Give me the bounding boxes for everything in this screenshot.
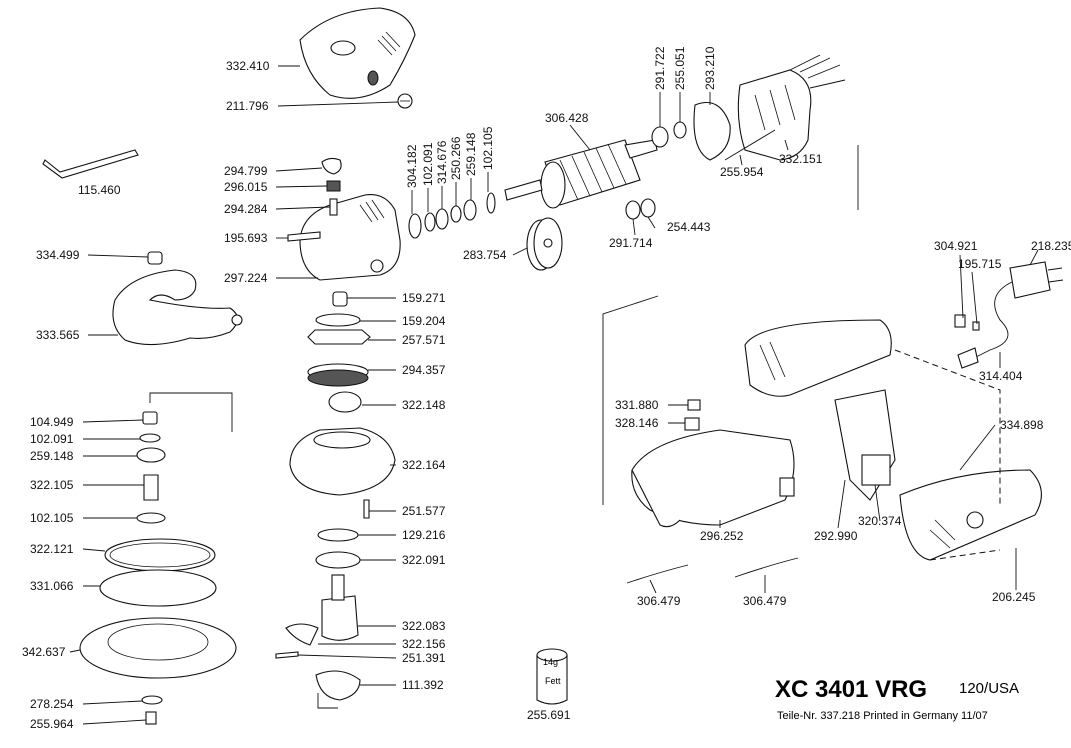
label-104949: 104.949 — [30, 415, 74, 429]
label-255691: 255.691 — [527, 708, 571, 722]
label-115460: 115.460 — [78, 183, 121, 197]
label-296015: 296.015 — [224, 180, 268, 194]
label-206245: 206.245 — [992, 590, 1036, 604]
label-195693: 195.693 — [224, 231, 268, 245]
label-102091-top: 102.091 — [421, 142, 435, 186]
label-129216: 129.216 — [402, 528, 446, 542]
model-title: XC 3401 VRG — [775, 676, 927, 703]
label-297224: 297.224 — [224, 271, 268, 285]
label-102105-left: 102.105 — [30, 511, 74, 525]
label-218235: 218.235 — [1031, 239, 1071, 253]
gear-housing-drawing — [299, 194, 401, 281]
label-111392: 111.392 — [402, 678, 444, 692]
label-195715: 195.715 — [958, 257, 1002, 271]
label-314676: 314.676 — [435, 140, 449, 184]
label-332410: 332.410 — [226, 59, 270, 73]
dashed-connectors-drawing — [602, 145, 1001, 561]
power-cord-drawing — [954, 261, 1064, 369]
label-306479-right: 306.479 — [743, 594, 787, 608]
left-stack-drawing — [79, 392, 237, 725]
label-342637: 342.637 — [22, 645, 66, 659]
small-parts-top-drawing — [147, 157, 342, 265]
label-255051: 255.051 — [673, 46, 687, 90]
cable-tubes-drawing — [626, 557, 799, 584]
label-278254: 278.254 — [30, 697, 74, 711]
label-255964: 255.964 — [30, 717, 74, 731]
label-259148-left: 259.148 — [30, 449, 74, 463]
label-291722: 291.722 — [653, 46, 667, 90]
label-306479-left: 306.479 — [637, 594, 681, 608]
label-296252: 296.252 — [700, 529, 744, 543]
fan-drawing — [526, 217, 563, 271]
label-254443: 254.443 — [667, 220, 711, 234]
label-320374: 320.374 — [858, 514, 902, 528]
label-306428: 306.428 — [545, 111, 589, 125]
switch-and-electronics-drawing — [684, 389, 896, 501]
bearing-stack-drawing — [408, 192, 496, 239]
label-293210: 293.210 — [703, 46, 717, 90]
grease-weight: 14g — [543, 657, 558, 667]
label-159204: 159.204 — [402, 314, 446, 328]
label-334499: 334.499 — [36, 248, 80, 262]
label-159271: 159.271 — [402, 291, 446, 305]
label-102105-top: 102.105 — [481, 126, 495, 170]
label-259148-top: 259.148 — [464, 132, 478, 176]
label-294357: 294.357 — [402, 363, 446, 377]
grease-tube-drawing — [536, 648, 568, 705]
grease-label: Fett — [545, 676, 561, 686]
label-314404: 314.404 — [979, 369, 1023, 383]
side-cover-drawing — [899, 469, 1042, 561]
label-331066: 331.066 — [30, 579, 74, 593]
footer-note: Teile-Nr. 337.218 Printed in Germany 11/… — [777, 710, 988, 722]
label-322091: 322.091 — [402, 553, 446, 567]
model-variant: 120/USA — [959, 680, 1019, 697]
label-292990: 292.990 — [814, 529, 858, 543]
baffle-plate-drawing — [693, 101, 731, 161]
label-322121: 322.121 — [30, 542, 74, 556]
label-334898: 334.898 — [1000, 418, 1044, 432]
hex-key-drawing — [42, 149, 139, 179]
label-332151: 332.151 — [779, 152, 823, 166]
label-294799: 294.799 — [224, 164, 268, 178]
cover-screw-drawing — [397, 93, 413, 109]
label-294284: 294.284 — [224, 202, 268, 216]
label-291714: 291.714 — [609, 236, 653, 250]
label-322164: 322.164 — [402, 458, 446, 472]
label-322105: 322.105 — [30, 478, 74, 492]
leader-lines — [69, 65, 1039, 725]
handle-cover-drawing — [299, 7, 416, 99]
label-250266: 250.266 — [449, 136, 463, 180]
label-322148: 322.148 — [402, 398, 446, 412]
label-333565: 333.565 — [36, 328, 80, 342]
label-255954: 255.954 — [720, 165, 764, 179]
label-304921: 304.921 — [934, 239, 978, 253]
label-251391: 251.391 — [402, 651, 446, 665]
label-328146: 328.146 — [615, 416, 659, 430]
front-handle-drawing — [112, 269, 243, 346]
label-211796: 211.796 — [226, 99, 269, 113]
gear-stack-drawing — [275, 291, 396, 709]
label-257571: 257.571 — [402, 333, 446, 347]
field-coil-drawing — [724, 54, 846, 161]
label-102091-left: 102.091 — [30, 432, 74, 446]
label-322083: 322.083 — [402, 619, 446, 633]
label-251577: 251.577 — [402, 504, 446, 518]
part-labels: 332.410 211.796 115.460 294.799 296.015 … — [22, 46, 1071, 731]
motor-housing-drawing — [744, 319, 892, 397]
armature-drawing — [504, 139, 658, 209]
rear-housing-drawing — [631, 429, 795, 528]
label-322156: 322.156 — [402, 637, 446, 651]
label-304182: 304.182 — [405, 144, 419, 188]
label-331880: 331.880 — [615, 398, 659, 412]
label-283754: 283.754 — [463, 248, 507, 262]
